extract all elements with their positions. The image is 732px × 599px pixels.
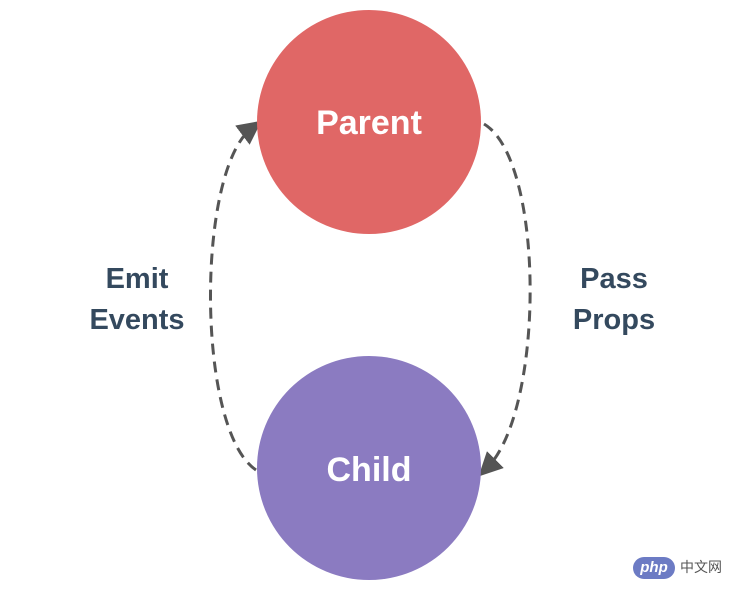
- emit-events-arrow: [209, 120, 262, 472]
- child-node: [257, 356, 481, 580]
- pass-props-label-line-2: Props: [573, 304, 655, 336]
- parent-node: [257, 10, 481, 234]
- watermark-text: 中文网: [680, 560, 722, 576]
- parent-node-label: Parent: [316, 104, 422, 142]
- php-logo: php: [633, 557, 675, 579]
- emit-events-label-line-1: Emit: [106, 263, 169, 295]
- pass-props-arrow: [478, 122, 532, 477]
- child-node-label: Child: [327, 451, 412, 489]
- pass-props-label-line-1: Pass: [580, 263, 648, 295]
- emit-events-label-line-2: Events: [89, 304, 184, 336]
